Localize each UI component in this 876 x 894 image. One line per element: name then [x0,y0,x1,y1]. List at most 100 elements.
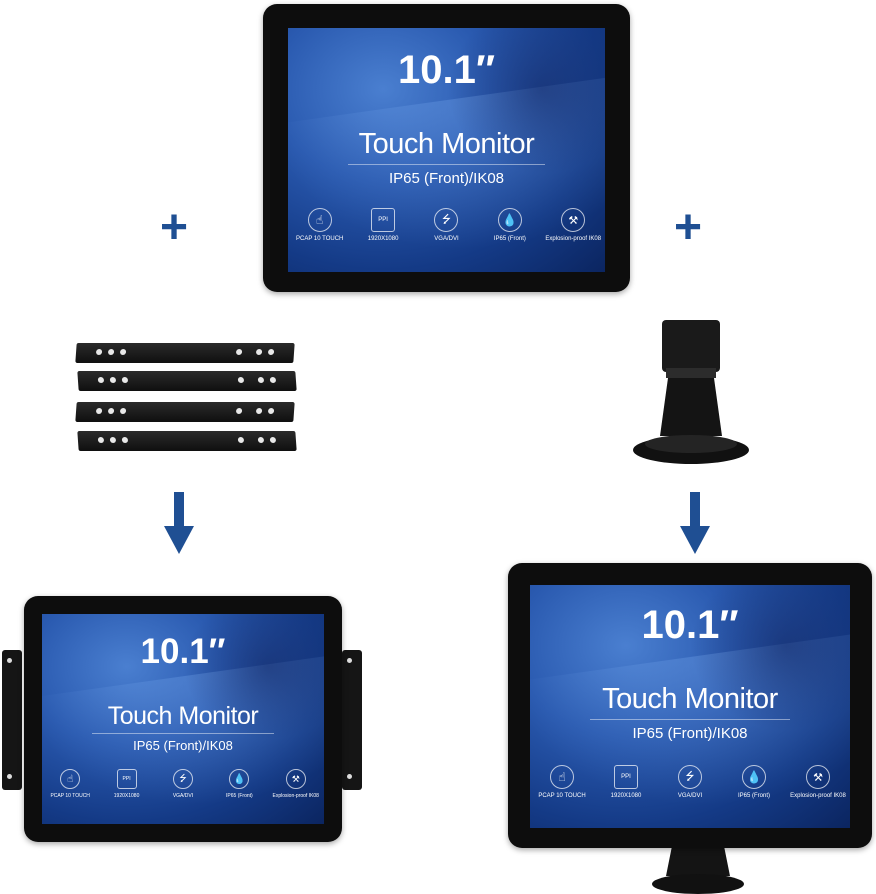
bracket-hole [269,437,277,443]
stand-mount-plate [662,320,720,372]
bracket-hole [95,349,103,355]
usb-icon: ⭍ [434,208,459,232]
screen-divider [348,164,545,165]
bracket-hole [257,377,265,383]
hammer-icon: ⚒ [806,765,830,789]
feature-touch: ☝ PCAP 10 TOUCH [42,769,98,799]
usb-icon: ⭍ [678,765,702,789]
monitor-stand-bottom [652,846,744,894]
bracket-hole [119,349,127,355]
bracket-hole [119,408,127,414]
bottom-left-monitor-screen: 10.1″ Touch Monitor IP65 (Front)/IK08 ☝ … [42,614,324,824]
bracket-hole [347,774,352,779]
bracket-hole [269,377,277,383]
bracket-hole [267,349,275,355]
stand-neck [660,378,722,436]
plus-sign-right: + [674,201,703,254]
feature-label: IP65 (Front) [493,236,526,242]
bracket-hole [235,349,243,355]
ppi-icon: PPI [116,769,137,789]
feature-label: PCAP 10 TOUCH [296,236,344,242]
feature-waterproof: 💧 IP65 (Front) [478,208,541,242]
screen-size-text: 10.1″ [140,632,226,671]
screen-subtitle-text: IP65 (Front)/IK08 [133,738,233,753]
feature-resolution: PPI 1920X1080 [351,208,414,242]
screen-divider [590,719,790,720]
bottom-right-monitor-screen: 10.1″ Touch Monitor IP65 (Front)/IK08 ☝ … [530,585,850,828]
arrow-shaft [690,492,700,530]
bracket-hole [255,349,263,355]
bracket-hole [107,349,115,355]
bracket-hole [121,437,129,443]
screen-size-text: 10.1″ [641,603,739,647]
screen-size-text: 10.1″ [397,48,495,92]
feature-impact: ⚒ Explosion-proof IK08 [786,765,850,799]
side-bracket-right [342,650,362,790]
screen-subtitle-text: IP65 (Front)/IK08 [632,725,748,742]
feature-label: PCAP 10 TOUCH [538,793,586,799]
feature-label: PCAP 10 TOUCH [50,793,90,799]
plus-sign-left: + [160,201,189,254]
bracket-hole [109,377,117,383]
feature-label: Explosion-proof IK08 [545,236,602,242]
feature-video: ⭍ VGA/DVI [658,765,722,799]
feature-label: IP65 (Front) [226,793,253,799]
feature-label: VGA/DVI [434,236,459,242]
bracket [75,402,295,422]
usb-icon: ⭍ [172,769,193,789]
feature-row: ☝ PCAP 10 TOUCH PPI 1920X1080 ⭍ VGA/DVI … [530,765,850,799]
feature-touch: ☝ PCAP 10 TOUCH [530,765,594,799]
hammer-icon: ⚒ [285,769,306,789]
screen-title-text: Touch Monitor [107,702,259,730]
touch-hand-icon: ☝ [60,769,81,789]
feature-impact: ⚒ Explosion-proof IK08 [542,208,605,242]
feature-waterproof: 💧 IP65 (Front) [211,769,267,799]
ppi-icon: PPI [371,208,396,232]
arrow-down-right [680,492,710,554]
bottom-left-monitor: 10.1″ Touch Monitor IP65 (Front)/IK08 ☝ … [24,596,342,842]
feature-video: ⭍ VGA/DVI [155,769,211,799]
stand-neck [666,846,730,876]
feature-label: VGA/DVI [172,793,194,799]
screen-title-text: Touch Monitor [602,683,778,715]
feature-label: IP65 (Front) [737,793,770,799]
feature-resolution: PPI 1920X1080 [594,765,658,799]
side-bracket-left [2,650,22,790]
arrow-head [680,526,710,554]
screen-divider [92,733,274,734]
stand-base [652,874,744,894]
feature-row: ☝ PCAP 10 TOUCH PPI 1920X1080 ⭍ VGA/DVI … [288,208,605,242]
desk-stand [633,320,749,464]
feature-label: 1920X1080 [367,236,399,242]
touch-hand-icon: ☝ [307,208,332,232]
feature-label: VGA/DVI [677,793,703,799]
bracket-hole [235,408,243,414]
bracket-hole [97,437,105,443]
stand-hinge [666,368,716,378]
top-monitor: 10.1″ Touch Monitor IP65 (Front)/IK08 ☝ … [263,4,630,292]
bracket-hole [237,437,245,443]
bracket-hole [267,408,275,414]
bracket [77,371,297,391]
arrow-head [164,526,194,554]
ppi-icon: PPI [614,765,638,789]
screen-subtitle-text: IP65 (Front)/IK08 [388,170,505,187]
feature-touch: ☝ PCAP 10 TOUCH [288,208,351,242]
feature-resolution: PPI 1920X1080 [98,769,154,799]
hammer-icon: ⚒ [561,208,586,232]
stand-base-top [645,435,737,453]
water-drop-icon: 💧 [229,769,250,789]
bracket-hole [97,377,105,383]
screen-title-text: Touch Monitor [358,128,535,160]
feature-label: Explosion-proof IK08 [272,793,319,799]
bottom-right-monitor: 10.1″ Touch Monitor IP65 (Front)/IK08 ☝ … [508,563,872,848]
arrow-shaft [174,492,184,530]
bracket-hole [255,408,263,414]
feature-label: 1920X1080 [113,793,140,799]
bracket-hole [7,774,12,779]
bracket-hole [347,658,352,663]
water-drop-icon: 💧 [497,208,522,232]
bracket-hole [95,408,103,414]
bracket [75,343,295,363]
bracket-hole [237,377,245,383]
